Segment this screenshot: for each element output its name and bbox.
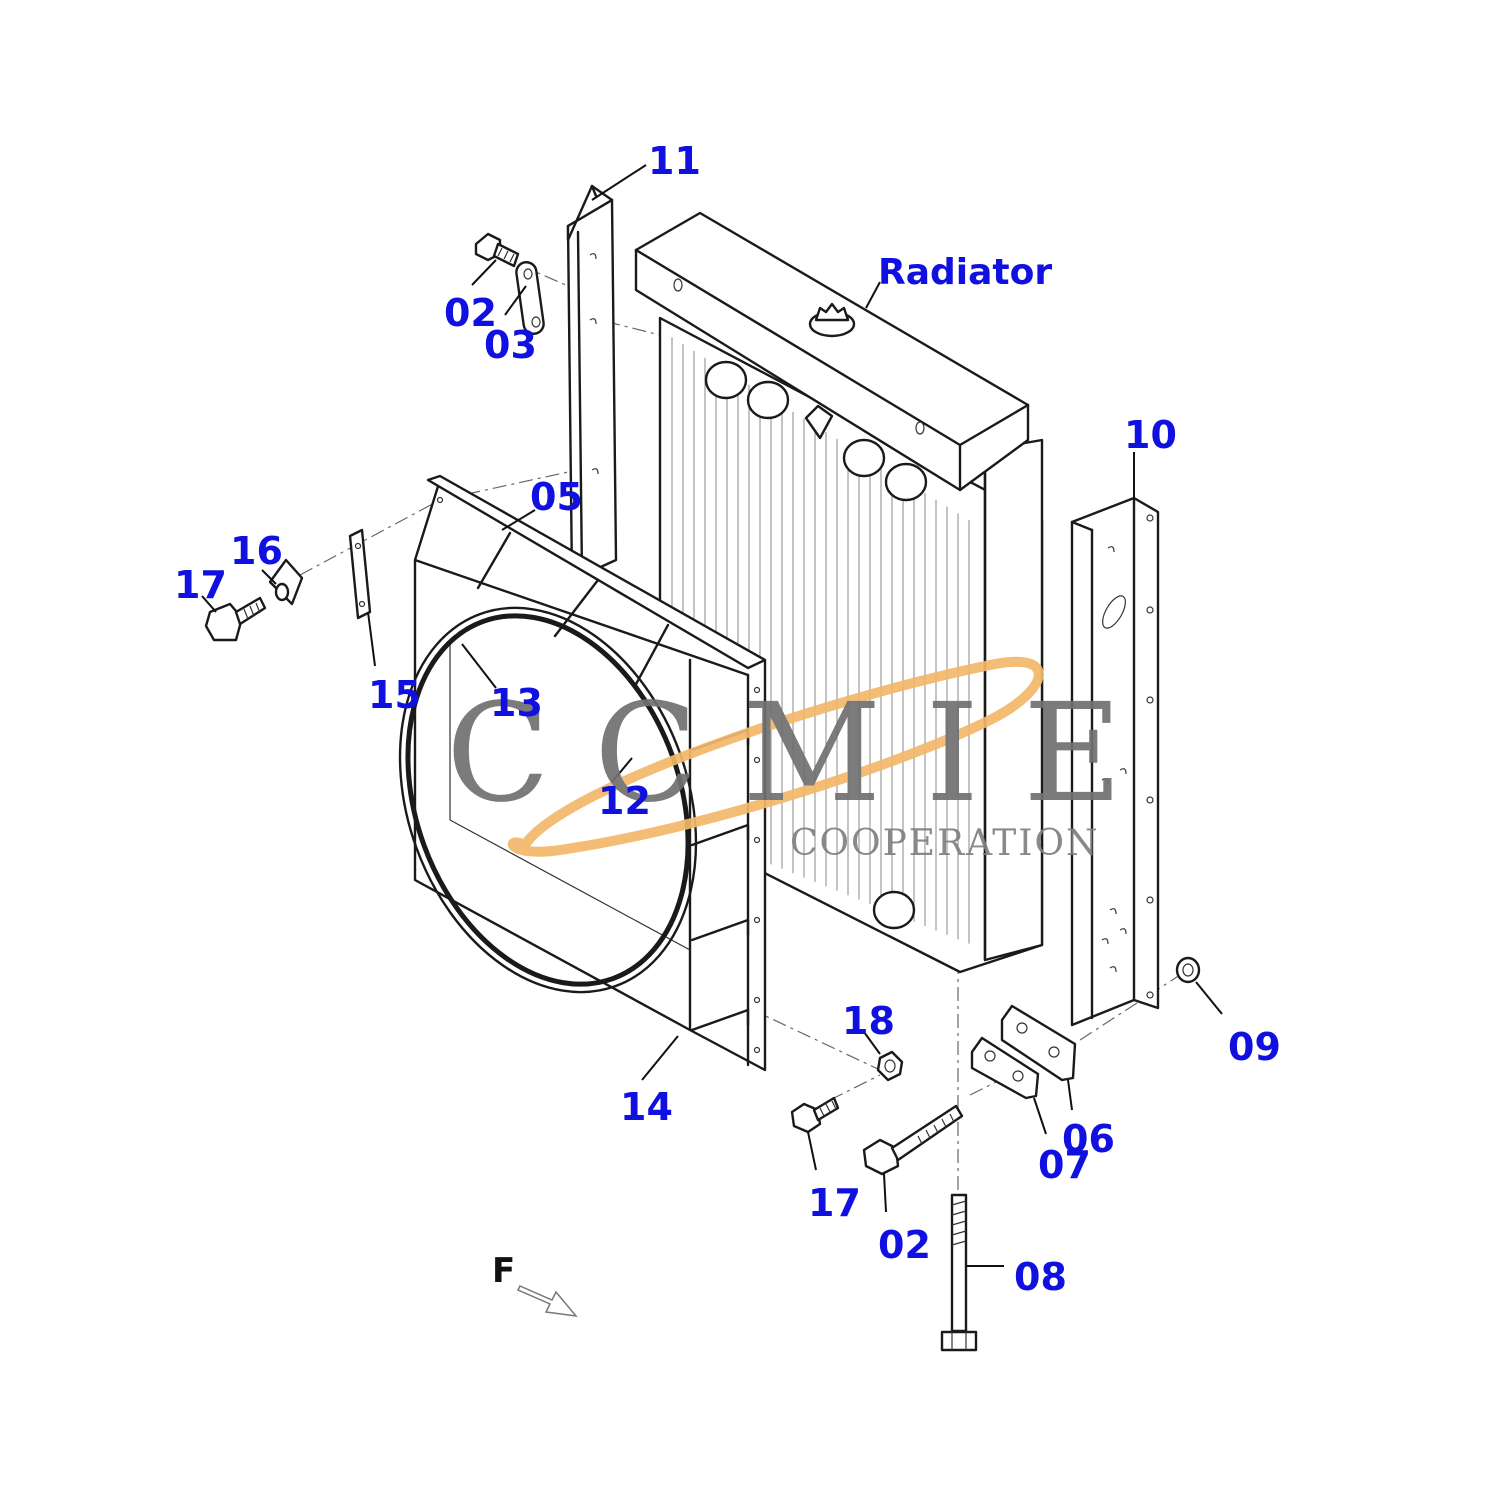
plate-part-06	[1000, 1004, 1077, 1082]
plate-part-15	[348, 528, 372, 620]
plate-part-07	[970, 1036, 1040, 1100]
callout-07: 07	[1038, 1143, 1091, 1187]
forward-letter: F	[492, 1251, 515, 1291]
callout-02-bottom: 02	[878, 1223, 931, 1267]
callout-08: 08	[1014, 1255, 1067, 1299]
watermark-swoosh	[507, 656, 1044, 857]
watermark-brand: CCMIE	[446, 675, 1166, 833]
plate-part-03	[515, 261, 545, 335]
nut-part-09	[1175, 956, 1201, 984]
callout-03: 03	[484, 323, 537, 367]
callout-labels: 11 02 03 Radiator 10 05 16 17 15 13 12 1…	[174, 139, 1281, 1299]
fan-ring-part-13	[398, 606, 698, 994]
callout-05: 05	[530, 475, 583, 519]
callout-18: 18	[842, 999, 895, 1043]
radiator-pipe-stubs	[704, 360, 928, 930]
callout-06: 06	[1062, 1117, 1115, 1161]
bolt-part-02-top	[474, 232, 520, 268]
left-bracket-part-11	[566, 184, 618, 582]
watermark-sub: COOPERATION	[790, 823, 1099, 864]
callout-radiator: Radiator	[878, 252, 1052, 293]
radiator-cap	[808, 302, 856, 338]
watermark: CCMIE COOPERATION	[446, 656, 1166, 864]
callout-14: 14	[620, 1085, 673, 1129]
bolt-part-17-bottom	[790, 1096, 840, 1134]
callout-17-left: 17	[174, 563, 227, 607]
forward-arrow-icon	[516, 1285, 578, 1317]
callout-11: 11	[648, 139, 701, 183]
forward-direction-marker: F	[492, 1251, 578, 1317]
callout-12: 12	[598, 779, 651, 823]
callout-17-bottom: 17	[808, 1181, 861, 1225]
radiator-fins	[671, 337, 970, 944]
leader-lines	[201, 164, 1223, 1267]
callout-09: 09	[1228, 1025, 1281, 1069]
callout-13: 13	[490, 681, 543, 725]
bolt-part-08	[940, 1193, 978, 1352]
bolt-part-17-left	[204, 596, 267, 642]
nut-part-18	[876, 1050, 904, 1082]
washer-part-16	[268, 558, 304, 606]
callout-10: 10	[1124, 413, 1177, 457]
callout-15: 15	[368, 673, 421, 717]
bolt-part-02-bottom	[862, 1104, 964, 1176]
callout-02-top: 02	[444, 291, 497, 335]
callout-16: 16	[230, 529, 283, 573]
